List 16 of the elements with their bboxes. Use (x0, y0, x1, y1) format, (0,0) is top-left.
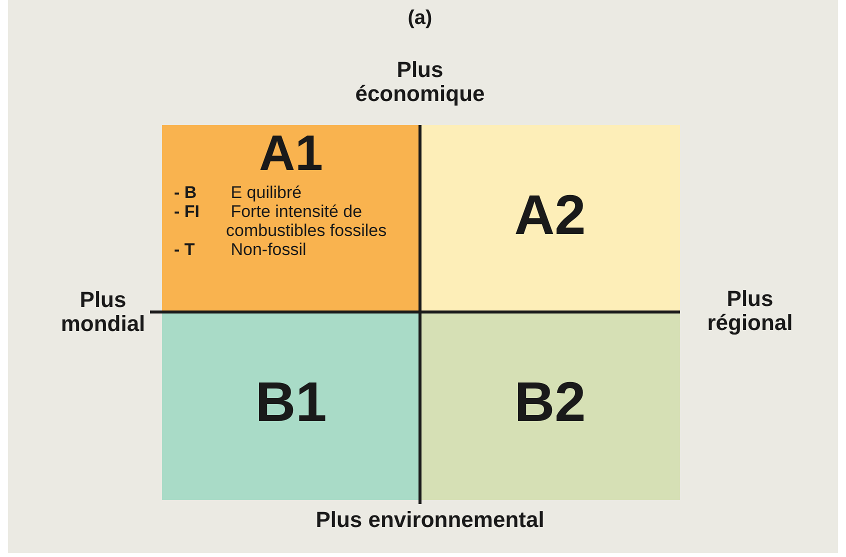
axis-label: Plus mondial (60, 288, 146, 336)
quadrant-panel (162, 312, 420, 500)
quadrant-label: B1 (254, 372, 328, 432)
quadrant-label: B2 (513, 372, 587, 432)
quadrant-panel (420, 125, 680, 312)
quadrant-label: A1 (258, 127, 324, 179)
axis-label: Plus régional (706, 287, 794, 335)
legend-item: - T Non-fossil (174, 240, 308, 259)
legend-item: - B E quilibré (174, 183, 303, 202)
axis-label: Plus économique (354, 58, 486, 106)
legend-item: - FI Forte intensité de combustibles fossiles (174, 202, 388, 240)
quadrant-panel (420, 312, 680, 500)
axis-label: Plus environnemental (314, 508, 546, 532)
quadrant-panel (162, 125, 420, 312)
quadrant-label: A2 (513, 185, 587, 245)
figure-title: (a) (406, 6, 434, 30)
